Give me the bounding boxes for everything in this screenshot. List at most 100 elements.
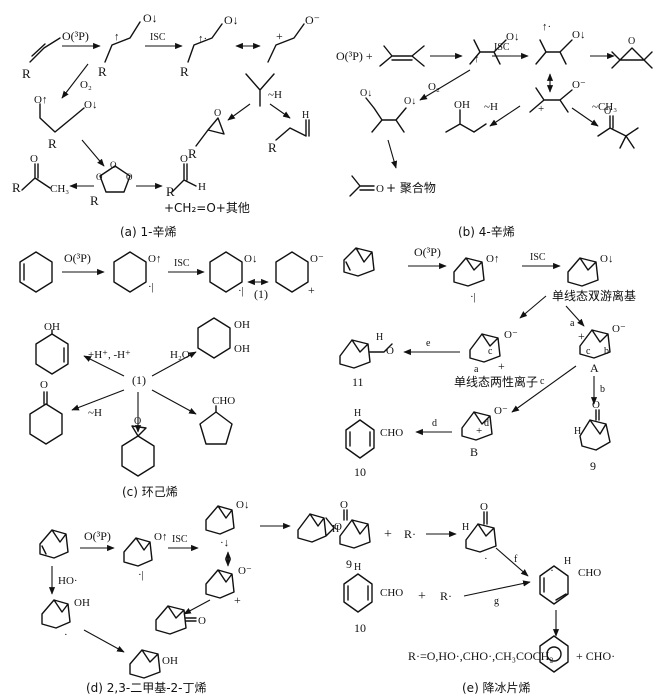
path-a-mark: a: [474, 364, 479, 375]
carbonyl-o: O: [480, 501, 488, 513]
label-9: 9: [346, 557, 352, 571]
h-label: H: [354, 408, 361, 419]
singlet-biradical: [567, 257, 599, 287]
panel-a: R O(³P) O↓ ↑ R ISC O↓ ↑· R + O⁻ O₂ O↑ O↓…: [12, 11, 320, 239]
oo-radical: O↑: [34, 94, 47, 106]
zwitterion: [529, 87, 573, 113]
cho-label: CHO: [578, 567, 601, 579]
o-radical: O↓: [84, 99, 97, 111]
o2-label: O₂: [80, 79, 92, 91]
arrow: [269, 103, 291, 119]
aromatic-ring: [546, 646, 562, 662]
ring-o: O: [110, 160, 117, 170]
double-bond: [555, 593, 567, 601]
radical-ketone: [465, 511, 497, 553]
path-c-mark: c: [488, 346, 493, 357]
radical-arrow: ↑·: [542, 21, 551, 33]
o-radical: O↓: [236, 499, 249, 511]
arrow: [511, 365, 577, 413]
arrow: [419, 69, 471, 101]
o-radical: O↓: [404, 96, 416, 107]
arrow: [565, 305, 585, 327]
plus: +: [418, 589, 426, 604]
reagent-o3p: O(³P): [64, 251, 91, 265]
radical-dot: ·: [64, 629, 68, 641]
cho-radical-label: + CHO·: [576, 649, 615, 663]
radical-mark: ·↓: [590, 289, 599, 301]
label-9: 9: [590, 459, 596, 473]
label-11: 11: [352, 375, 364, 389]
arrow: [183, 599, 211, 615]
alkene-1-octene: [29, 37, 61, 63]
r-radical: R·: [440, 589, 452, 603]
singlet-zwitterion: [469, 333, 501, 363]
triplet-biradical: [104, 21, 141, 63]
hydroxy-radical-adduct: [41, 599, 71, 629]
enol: [445, 109, 487, 133]
triplet-biradical: [123, 537, 153, 567]
o-radical: O↑: [148, 253, 161, 265]
polymer-label: + 聚合物: [386, 180, 436, 195]
triplet-biradical: [469, 39, 507, 65]
zwitterion: [275, 251, 309, 293]
peroxy-radical: [39, 103, 85, 133]
epoxide-o: O: [334, 521, 342, 533]
r-label: R: [188, 146, 197, 161]
path-label: g: [494, 596, 499, 607]
triplet-biradical: [113, 251, 147, 293]
product-10-ring: [345, 419, 375, 459]
path-label: e: [426, 338, 431, 349]
bicyclic-alkene: [39, 529, 69, 559]
caption-e: (e) 降冰片烯: [462, 681, 531, 695]
intermediate-A: [579, 329, 611, 359]
o-minus: O⁻: [238, 565, 252, 577]
radical-mark: ·|: [470, 291, 476, 303]
h-shift-label: ~H: [88, 407, 102, 419]
peroxy-biradical: [365, 97, 407, 133]
radical-dot: ↑·: [198, 33, 207, 45]
proton-exchange: +H⁺, -H⁺: [88, 349, 131, 361]
aldehyde-h: H: [198, 181, 206, 193]
panel-e-bottom: O H 9 + R· O H · f · H CHO + CHO· H CHO …: [332, 499, 615, 695]
cho-label: CHO: [380, 427, 403, 439]
carbonyl-o: O: [376, 183, 384, 195]
o-radical: O↑: [486, 253, 499, 265]
r-label: R: [98, 64, 107, 79]
oh-label: OH: [44, 321, 60, 333]
arrow: [61, 63, 89, 99]
arrow: [81, 139, 105, 167]
isc-label: ISC: [530, 252, 546, 263]
reagent-o3p: O(³P): [84, 529, 111, 543]
o-minus: O⁻: [504, 329, 518, 341]
cyclohexanediol: [197, 317, 231, 359]
arrow: [71, 389, 125, 411]
r-label: R: [166, 184, 175, 199]
h-label: H: [564, 556, 571, 567]
zwitterion: [205, 569, 235, 599]
methyl-label: CH₃: [50, 183, 69, 195]
o-minus: O⁻: [494, 405, 508, 417]
o-minus: O⁻: [572, 79, 586, 91]
h-shift-label: ~H: [268, 89, 282, 101]
singlet-biradical: [535, 39, 573, 65]
plus-charge: +: [498, 359, 505, 373]
oh-label: OH: [454, 99, 470, 111]
carbonyl-o: O: [40, 379, 48, 391]
product-10-lower: [343, 573, 373, 613]
panel-e-top: O(³P) O↑ ·| ISC O↓ ·↓ 单线态双游离基 a O⁻ c + a…: [339, 245, 636, 479]
cho-label: CHO: [212, 395, 235, 407]
o-radical: O↓: [572, 29, 585, 41]
center-intermediate: (1): [132, 373, 146, 387]
epoxide-o: O: [628, 36, 635, 47]
arrow: [227, 103, 251, 121]
cyclohexadienyl-radical: [539, 565, 569, 605]
o-minus: O⁻: [305, 13, 320, 27]
carbonyl-o: O: [386, 345, 394, 357]
alcohol-product: [129, 649, 161, 679]
reagent-o3p: O(³P): [62, 29, 89, 43]
ring-o: O: [126, 172, 133, 182]
radical-mark: ·|: [138, 569, 144, 581]
plus-charge: +: [276, 29, 283, 43]
carbonyl-o: O: [180, 153, 188, 165]
panel-c: O(³P) O↑ ·| ISC O↓ ·| (1) O⁻ + OH OH OH …: [19, 251, 324, 499]
